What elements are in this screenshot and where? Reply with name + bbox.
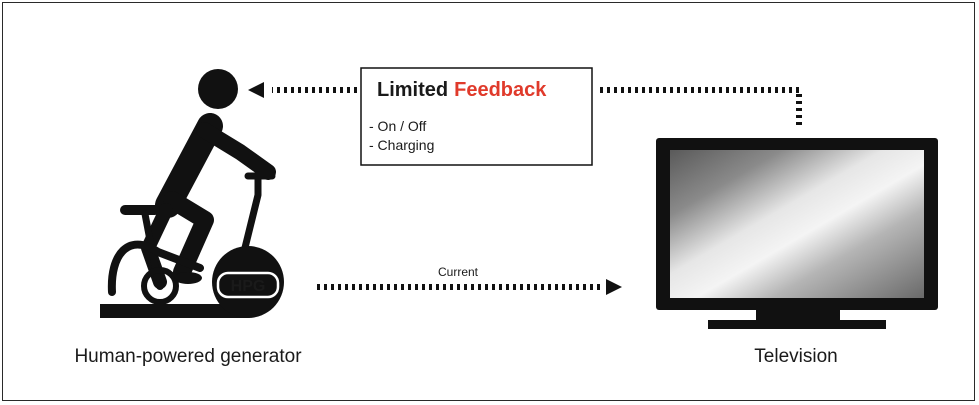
person-on-exercise-bike-icon (100, 69, 284, 318)
television-label: Television (754, 346, 837, 367)
hpg-badge: HPG (216, 271, 280, 299)
feedback-title-part2: Feedback (454, 79, 547, 101)
television-icon (656, 138, 938, 329)
feedback-title-part1: Limited (377, 79, 448, 101)
feedback-item-charging: - Charging (369, 137, 434, 153)
feedback-box: Limited Feedback - On / Off - Charging (360, 67, 593, 166)
generator-label: Human-powered generator (74, 346, 302, 367)
feedback-title: Limited Feedback (377, 79, 547, 101)
current-arrow (317, 279, 622, 295)
feedback-arrow (248, 82, 802, 125)
hpg-badge-label: HPG (231, 278, 266, 295)
feedback-arrowhead-icon (248, 82, 264, 98)
current-label: Current (438, 265, 479, 279)
current-arrowhead-icon (606, 279, 622, 295)
feedback-item-on-off: - On / Off (369, 118, 426, 134)
